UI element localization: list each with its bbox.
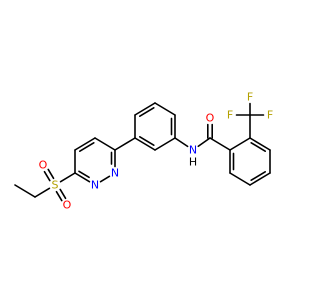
fluorine-atom-2: F [267, 109, 273, 122]
bond-y1-y2 [94, 137, 116, 151]
bond-b5-b6 [229, 172, 251, 186]
bond-p2-p3 [154, 102, 176, 116]
bond-p5-p6-inner [139, 135, 155, 146]
bond-p3-p4-inner [139, 107, 155, 118]
bond-y4-S [59, 172, 76, 183]
bond-y2-y3 [74, 137, 96, 151]
bond-S-SO1-second [43, 170, 51, 182]
bond-b2-b3 [249, 137, 271, 151]
bond-N-p1 [174, 137, 189, 148]
bond-y5-y6 [99, 175, 111, 183]
bond-y4-y5 [74, 172, 91, 183]
bond-b1-b2 [229, 137, 251, 151]
amide-nitrogen-atom: N [189, 144, 197, 157]
sulfur-atom: S [52, 179, 59, 192]
fluorine-atom-1: F [227, 109, 233, 122]
pyridazine-nitrogen-atom-2: N [111, 167, 119, 180]
sulfonyl-oxygen-atom-1: O [39, 159, 48, 172]
bond-p3-p4 [134, 102, 156, 116]
bond-S-e1 [34, 187, 51, 198]
bond-b4-b5 [249, 172, 271, 186]
bond-p5-y1 [114, 137, 136, 151]
bond-p6-p1 [154, 137, 176, 151]
sulfonyl-oxygen-atom-2: O [63, 199, 72, 212]
bond-S-SO2 [55, 190, 63, 202]
bond-b1-cc [209, 137, 231, 151]
bond-y2-y3-inner [79, 142, 95, 153]
bond-y4-y5-inner [78, 170, 90, 179]
bond-S-SO1 [47, 168, 55, 180]
bond-layer [14, 102, 271, 202]
pyridazine-nitrogen-atom-1: N [91, 179, 99, 192]
amide-hydrogen-atom: H [189, 156, 197, 169]
bond-b2-b3-inner [250, 142, 266, 153]
bond-S-SO2-second [59, 188, 67, 200]
bond-cc-N [197, 137, 211, 148]
carbonyl-oxygen-atom: O [206, 112, 215, 125]
fluorine-atom-3: F [247, 91, 253, 104]
bond-p5-p6 [134, 137, 156, 151]
bond-e1-e2 [14, 184, 36, 198]
bond-b4-b5-inner [250, 170, 266, 181]
